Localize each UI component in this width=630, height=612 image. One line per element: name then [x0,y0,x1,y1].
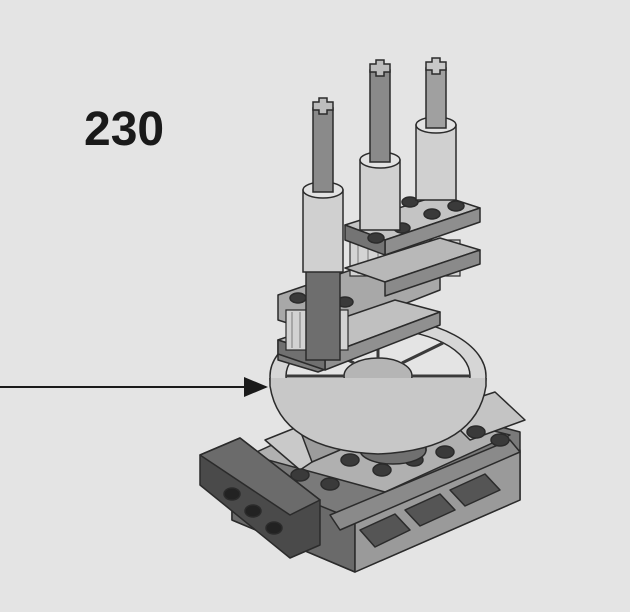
axle-left [302,97,344,361]
upper-plate [344,194,481,297]
step-number: 230 [84,103,165,156]
axle-right [415,57,457,201]
axle-middle [359,59,401,231]
